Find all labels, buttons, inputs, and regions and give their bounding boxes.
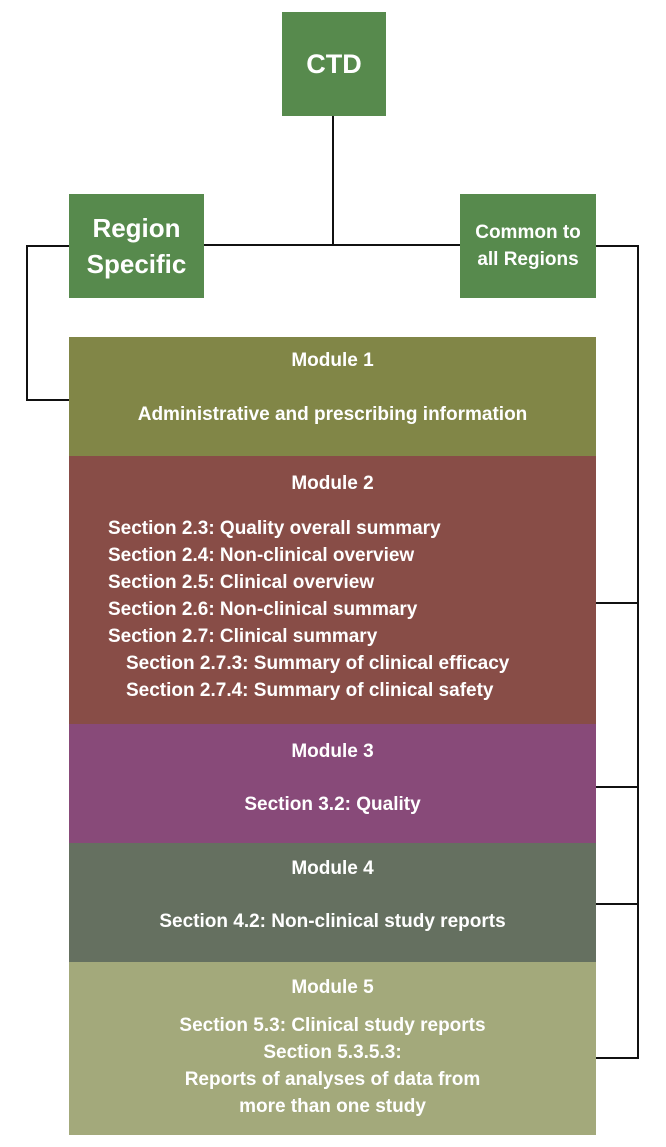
module-2-line-7: Section 2.7.4: Summary of clinical safet… xyxy=(126,680,494,701)
module-4-block: Module 4 Section 4.2: Non-clinical study… xyxy=(69,843,596,962)
module-3-line-1: Section 3.2: Quality xyxy=(244,794,421,815)
module-5-line-1: Section 5.3: Clinical study reports xyxy=(179,1015,486,1036)
module-2-line-6: Section 2.7.3: Summary of clinical effic… xyxy=(126,653,510,674)
module-5-line-2: Section 5.3.5.3: xyxy=(263,1042,402,1063)
module-3-title: Module 3 xyxy=(291,741,374,762)
region-bracket-line xyxy=(26,245,69,401)
module-2-line-2: Section 2.4: Non-clinical overview xyxy=(108,545,415,566)
ctd-box: CTD xyxy=(282,12,386,116)
module-4-line-1: Section 4.2: Non-clinical study reports xyxy=(159,911,506,932)
module-5-block: Module 5 Section 5.3: Clinical study rep… xyxy=(69,962,596,1135)
region-specific-box: Region Specific xyxy=(69,194,204,298)
ctd-label: CTD xyxy=(306,48,362,79)
common-to-all-regions-box: Common to all Regions xyxy=(460,194,596,298)
common-label-line2: all Regions xyxy=(477,249,579,270)
module-5-line-4: more than one study xyxy=(239,1096,426,1117)
module-2-block: Module 2 Section 2.3: Quality overall su… xyxy=(69,456,596,724)
module-2-line-1: Section 2.3: Quality overall summary xyxy=(108,518,441,539)
module-3-block: Module 3 Section 3.2: Quality xyxy=(69,724,596,843)
module-4-title: Module 4 xyxy=(291,858,374,879)
module-5-title: Module 5 xyxy=(291,977,374,998)
region-specific-label-line1: Region xyxy=(92,213,181,243)
common-bracket-line xyxy=(596,245,639,1059)
module-1-line-1: Administrative and prescribing informati… xyxy=(137,404,528,425)
module-2-title: Module 2 xyxy=(291,473,374,494)
module-5-line-3: Reports of analyses of data from xyxy=(184,1069,481,1090)
module-1-title: Module 1 xyxy=(291,350,374,371)
module-2-line-5: Section 2.7: Clinical summary xyxy=(108,626,378,647)
module-2-line-3: Section 2.5: Clinical overview xyxy=(108,572,375,593)
module-2-line-4: Section 2.6: Non-clinical summary xyxy=(108,599,418,620)
common-label-line1: Common to xyxy=(475,222,581,243)
module-1-block: Module 1 Administrative and prescribing … xyxy=(69,337,596,456)
region-specific-label-line2: Specific xyxy=(86,249,187,279)
